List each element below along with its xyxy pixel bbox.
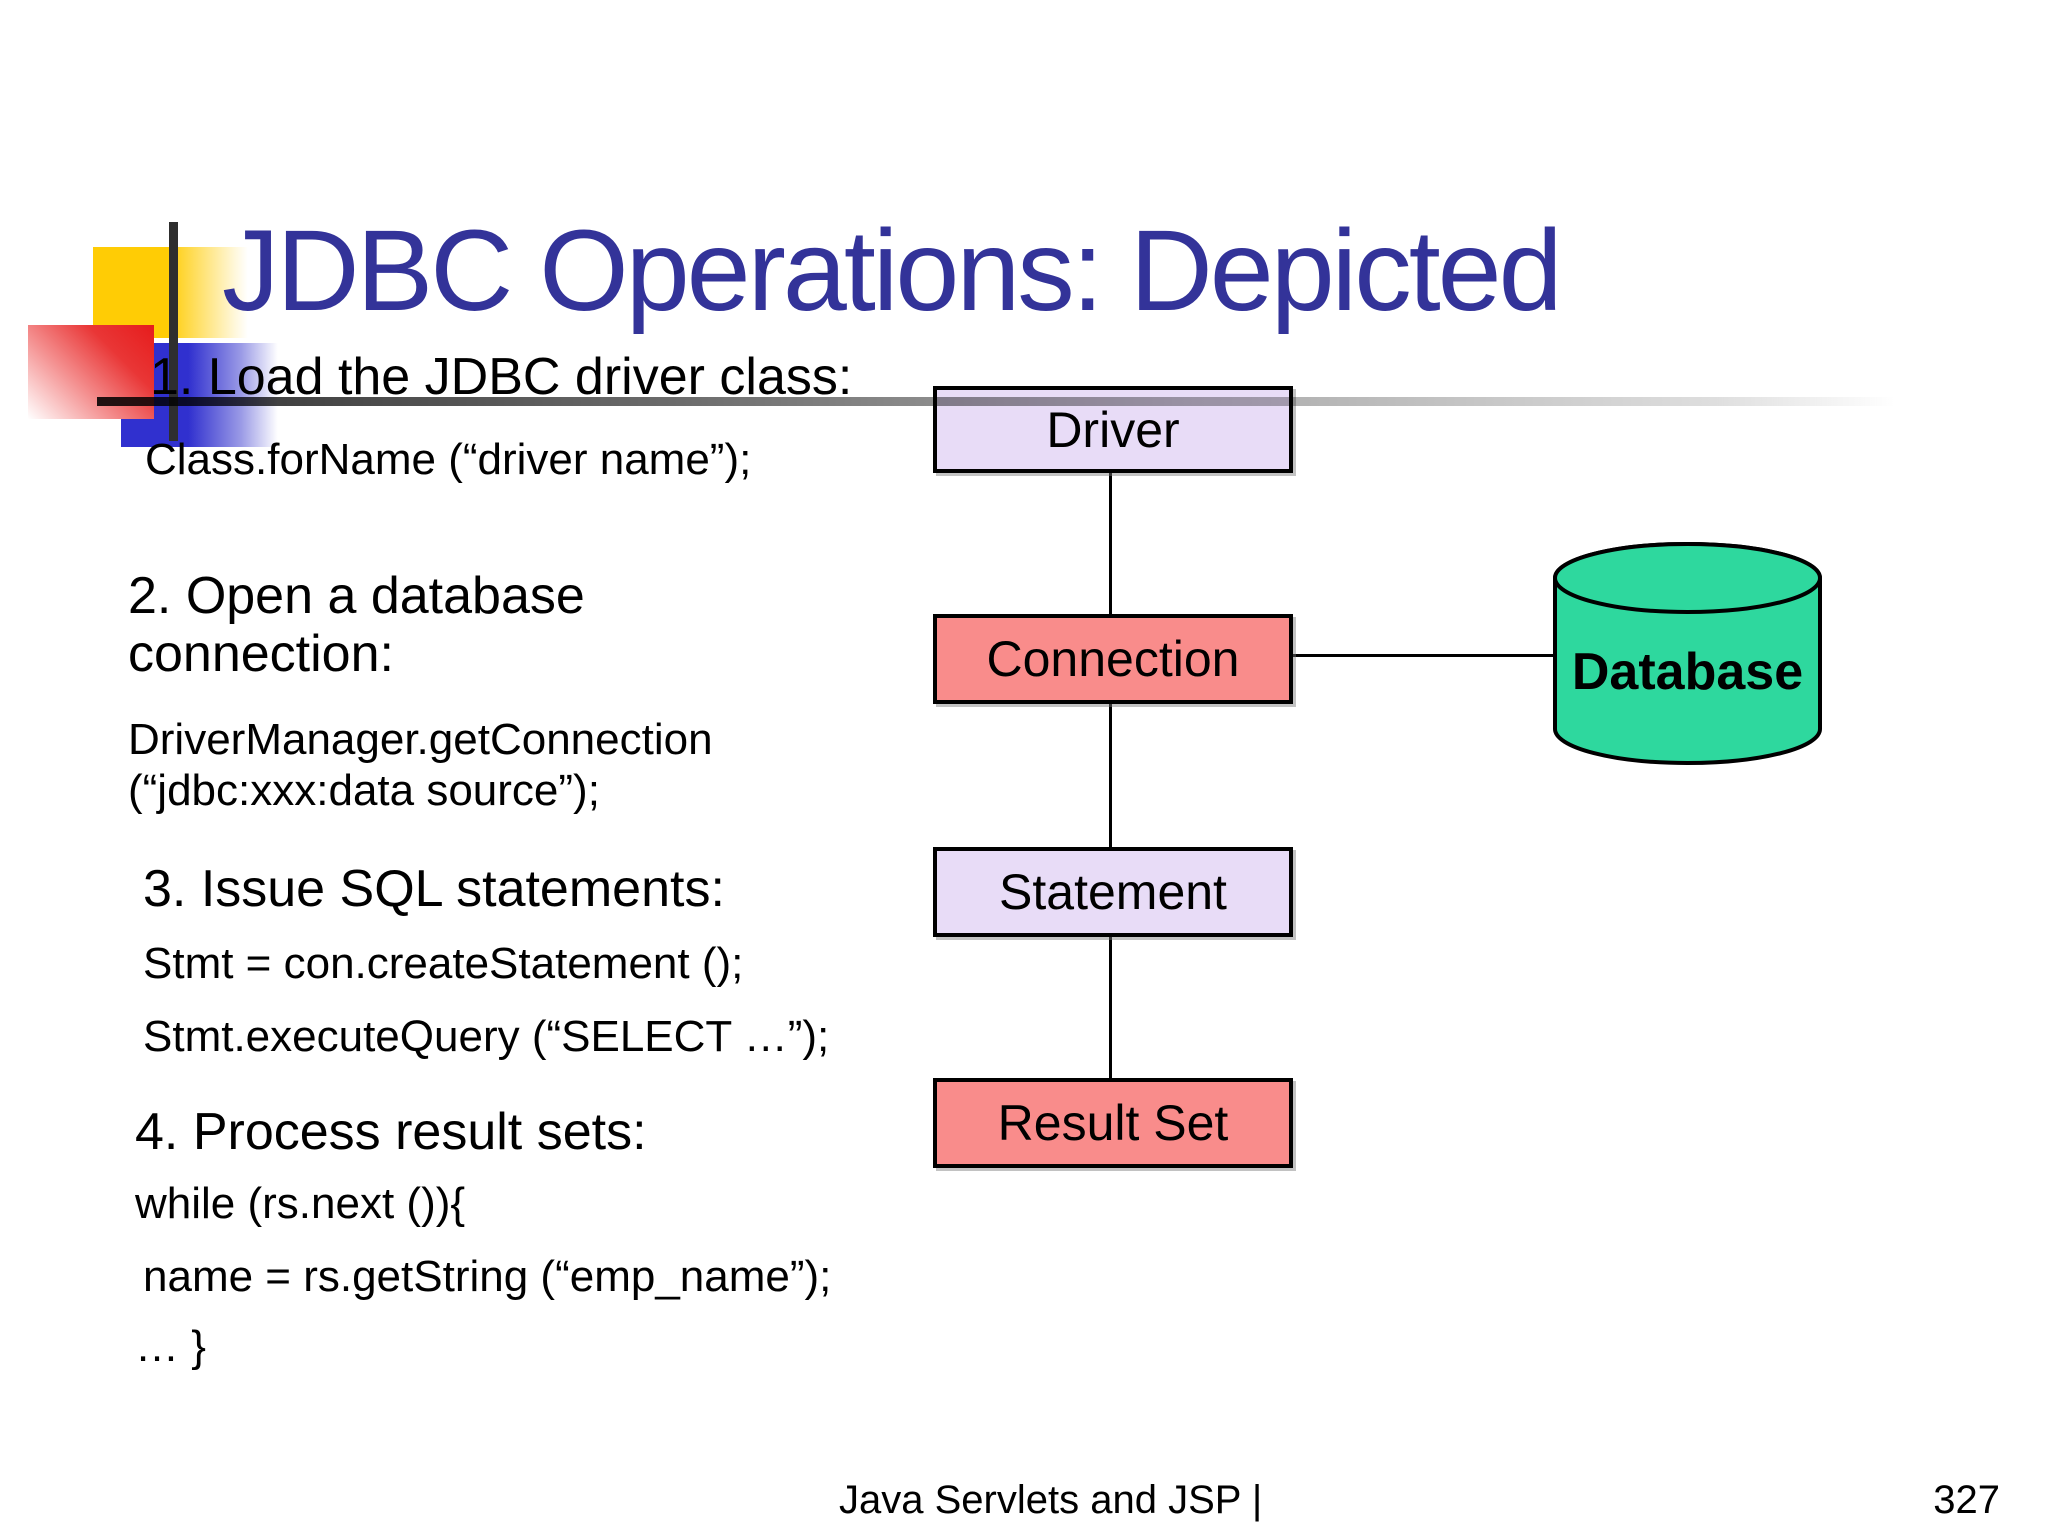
node-database-label: Database	[1571, 643, 1804, 701]
horizontal-rule-line	[97, 397, 1895, 406]
step-2-code: DriverManager.getConnection (“jdbc:xxx:d…	[128, 715, 713, 816]
step-2-heading: 2. Open a database connection:	[128, 567, 585, 684]
connector-connection-database	[1290, 654, 1556, 657]
step-1-heading: 1. Load the JDBC driver class:	[150, 348, 853, 406]
page-number: 327	[1933, 1478, 2000, 1522]
node-resultset-label: Result Set	[997, 1095, 1229, 1151]
database-cylinder-icon	[1553, 542, 1822, 765]
node-connection-label: Connection	[986, 631, 1240, 687]
step-3-code-1: Stmt = con.createStatement ();	[143, 939, 744, 988]
step-1-code: Class.forName (“driver name”);	[145, 435, 752, 484]
footer-text: Java Servlets and JSP |	[839, 1478, 1263, 1522]
step-4-code-2: name = rs.getString (“emp_name”);	[143, 1252, 832, 1301]
node-connection: Connection	[933, 614, 1293, 704]
slide-title: JDBC Operations: Depicted	[222, 207, 1563, 335]
node-statement-label: Statement	[999, 864, 1227, 920]
step-4-code-1: while (rs.next ()){	[135, 1179, 466, 1228]
vertical-accent-line	[169, 222, 178, 441]
step-4-heading: 4. Process result sets:	[135, 1103, 647, 1161]
connector-statement-resultset	[1109, 937, 1112, 1078]
node-resultset: Result Set	[933, 1078, 1293, 1168]
connector-connection-statement	[1109, 704, 1112, 847]
step-3-heading: 3. Issue SQL statements:	[143, 860, 725, 918]
node-driver-label: Driver	[1046, 401, 1180, 458]
node-statement: Statement	[933, 847, 1293, 937]
step-3-code-2: Stmt.executeQuery (“SELECT …”);	[143, 1012, 830, 1061]
connector-driver-connection	[1109, 473, 1112, 614]
step-4-code-3: … }	[135, 1322, 206, 1371]
